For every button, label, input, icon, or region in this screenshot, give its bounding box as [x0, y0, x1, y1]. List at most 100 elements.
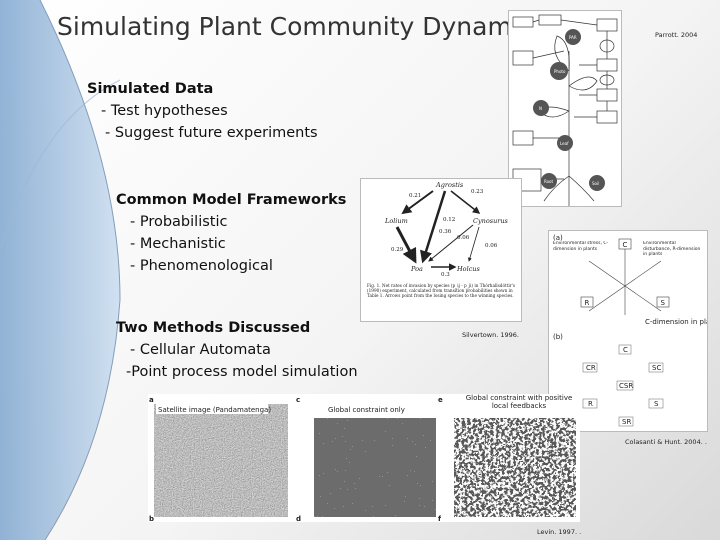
bullet-item: - Test hypotheses: [101, 103, 228, 119]
edge-label: 0.36: [439, 229, 452, 235]
dark-node: [550, 62, 568, 80]
species-transition-network: Agrostis Lolium Cynosurus Poa Holcus 0.2…: [360, 178, 522, 322]
local-feedback-grid: [454, 418, 576, 517]
edge-label: 0.3: [441, 272, 450, 278]
satellite-image: [154, 404, 288, 517]
diagram-box: [596, 18, 618, 32]
vertex-label: R: [585, 299, 590, 307]
thin-curve: [0, 79, 121, 251]
panel-label: (b): [553, 333, 563, 341]
edge-label: 0.06: [457, 235, 470, 241]
section-model-frameworks: Common Model Frameworks - Probabilistic …: [116, 189, 346, 277]
species-label: Cynosurus: [473, 217, 509, 225]
arc-outline: [39, 0, 121, 540]
plant-leaf: [568, 76, 598, 91]
csr-cell: [648, 398, 664, 409]
node-label: PAR: [569, 35, 577, 40]
vertex-box: [656, 296, 670, 308]
vertex-box: [618, 238, 632, 250]
section-heading: Common Model Frameworks: [116, 192, 347, 208]
csr-cell-label: SC: [652, 364, 661, 372]
edge-label: 0.21: [409, 193, 421, 199]
node-label: N: [539, 106, 542, 111]
diagram-box: [512, 130, 534, 146]
diagram-box: [596, 88, 618, 102]
citation-parrott: Parrott. 2004: [655, 31, 698, 39]
transition-edge: [401, 190, 434, 215]
transition-edge: [450, 190, 481, 214]
csr-cell: [618, 344, 632, 355]
csr-cell-label: R: [588, 400, 593, 408]
cellular-automata-panels: a Satellite image (Pandamatenga) b c Glo…: [148, 394, 580, 522]
dark-node: [589, 175, 605, 191]
transition-edge: [395, 226, 417, 264]
csr-cell-label: CR: [586, 364, 596, 372]
diagram-node: [599, 39, 615, 53]
csr-cell-label: S: [654, 400, 659, 408]
citation-colasanti: Colasanti & Hunt. 2004. .: [625, 438, 707, 446]
panel-letter: b: [149, 515, 154, 522]
plant-process-diagram: PAR Photo N Leaf Root Soil: [508, 10, 622, 207]
dark-node: [565, 29, 581, 45]
csr-cell-label: CSR: [619, 382, 633, 390]
citation-silvertown: Silvertown. 1996.: [462, 331, 519, 339]
transition-edge: [428, 224, 474, 262]
diagram-box: [596, 58, 618, 72]
edge-label: 0.29: [391, 247, 404, 253]
species-label: Lolium: [384, 217, 408, 225]
panel-letter: f: [438, 515, 442, 522]
plant-leaf: [554, 35, 570, 72]
diagram-arrows: [532, 19, 598, 180]
bullet-item: - Mechanistic: [130, 236, 226, 252]
section-two-methods: Two Methods Discussed - Cellular Automat…: [116, 317, 358, 383]
diagram-box: [512, 16, 534, 28]
section-simulated-data: Simulated Data - Test hypotheses - Sugge…: [87, 78, 318, 144]
diagram-axis: [588, 260, 662, 312]
section-heading: Two Methods Discussed: [116, 320, 311, 336]
csr-cell: [582, 362, 598, 373]
csr-cell: [616, 380, 634, 391]
panel-title: Satellite image (Pandamatenga): [158, 406, 271, 414]
axis-label: Environmental stress, C-dimension in pla…: [553, 241, 609, 252]
panel-letter: a: [149, 396, 154, 404]
panel-letter: c: [296, 396, 300, 404]
panel-letter: d: [296, 515, 301, 522]
panel-title-bg: [156, 404, 268, 414]
transition-edge: [467, 226, 480, 262]
slide-title: Simulating Plant Community Dynamics: [57, 12, 546, 41]
edge-label: 0.06: [485, 243, 498, 249]
node-label: Root: [544, 179, 553, 184]
bullet-item: - Phenomenological: [130, 258, 273, 274]
transition-edge: [420, 190, 447, 264]
vertex-label: C: [623, 241, 628, 249]
panel-letter: e: [438, 396, 443, 404]
node-label: Soil: [592, 181, 599, 186]
diagram-box: [596, 110, 618, 124]
csr-cell: [648, 362, 664, 373]
axis-label: Environmental disturbance, R-dimension i…: [643, 241, 701, 257]
plant-roots: [543, 175, 595, 202]
panel-title: Global constraint only: [328, 406, 405, 414]
node-label: Leaf: [560, 141, 569, 146]
diagram-box: [538, 14, 562, 26]
species-label: Poa: [410, 265, 423, 273]
global-constraint-grid: [314, 418, 436, 517]
bullet-item: - Suggest future experiments: [105, 125, 318, 141]
vertex-box: [580, 296, 594, 308]
diagram-box: [512, 50, 534, 66]
citation-levin: Levin. 1997. .: [537, 528, 582, 536]
edge-label: 0.23: [471, 189, 484, 195]
panel-label: (a): [553, 234, 563, 242]
csr-cell-label: SR: [622, 418, 631, 426]
species-label: Holcus: [456, 265, 480, 273]
csr-cell-label: C: [623, 346, 628, 354]
node-label: Photo: [554, 69, 566, 74]
panel-title: Global constraint with positive local fe…: [465, 394, 573, 410]
dark-node: [541, 173, 557, 189]
diagram-node: [599, 74, 615, 86]
figure-caption-text: Fig. 1. Net rates of invasion by species…: [367, 283, 515, 298]
bullet-item: -Point process model simulation: [126, 364, 358, 380]
csr-cell: [618, 416, 634, 427]
